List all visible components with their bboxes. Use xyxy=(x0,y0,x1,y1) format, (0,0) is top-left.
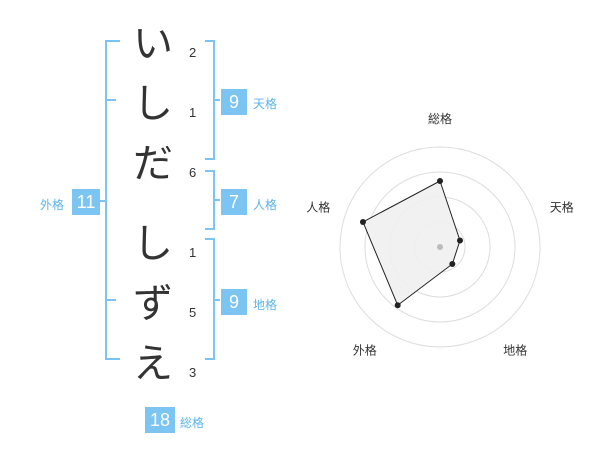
radar-ring xyxy=(339,146,541,348)
jinkaku-badge: 7 xyxy=(221,189,247,215)
name-char-2: し xyxy=(133,81,173,127)
radar-ring xyxy=(364,171,516,323)
radar-axis-label-2: 天格 xyxy=(550,199,574,214)
tenkaku-badge: 9 xyxy=(221,89,247,115)
name-char-4: し xyxy=(133,221,173,267)
soukaku-badge: 18 xyxy=(145,407,175,433)
tenkaku-label: 天格 xyxy=(253,97,278,111)
radar-center-dot xyxy=(437,244,443,250)
gaikaku-badge: 11 xyxy=(72,189,100,215)
radar-axis-label-4: 外格 xyxy=(353,343,377,358)
radar-point-3 xyxy=(449,260,456,267)
soukaku-label: 総格 xyxy=(180,416,205,430)
name-char-3: だ xyxy=(133,141,173,187)
stroke-count-1: 2 xyxy=(189,45,197,60)
chikaku-badge: 9 xyxy=(221,289,247,315)
name-char-5: ず xyxy=(133,281,173,327)
chikaku-label: 地格 xyxy=(253,298,278,312)
name-char-6: え xyxy=(133,341,173,387)
radar-axis-label-1: 総格 xyxy=(428,111,452,126)
stroke-count-3: 6 xyxy=(189,165,197,180)
radar-point-5 xyxy=(359,218,366,225)
radar-data-polygon xyxy=(362,180,461,307)
stroke-count-2: 1 xyxy=(189,105,197,120)
radar-axis-label-5: 人格 xyxy=(306,199,330,214)
radar-point-1 xyxy=(437,178,443,184)
jinkaku-label: 人格 xyxy=(253,198,278,212)
stroke-count-6: 3 xyxy=(189,365,197,380)
stroke-count-5: 5 xyxy=(189,305,197,320)
stroke-count-4: 1 xyxy=(189,245,197,260)
name-char-1: い xyxy=(133,21,173,67)
gaikaku-label: 外格 xyxy=(40,198,65,212)
radar-axis-label-3: 地格 xyxy=(503,343,527,358)
radar-point-2 xyxy=(456,237,463,244)
radar-point-4 xyxy=(394,302,401,309)
